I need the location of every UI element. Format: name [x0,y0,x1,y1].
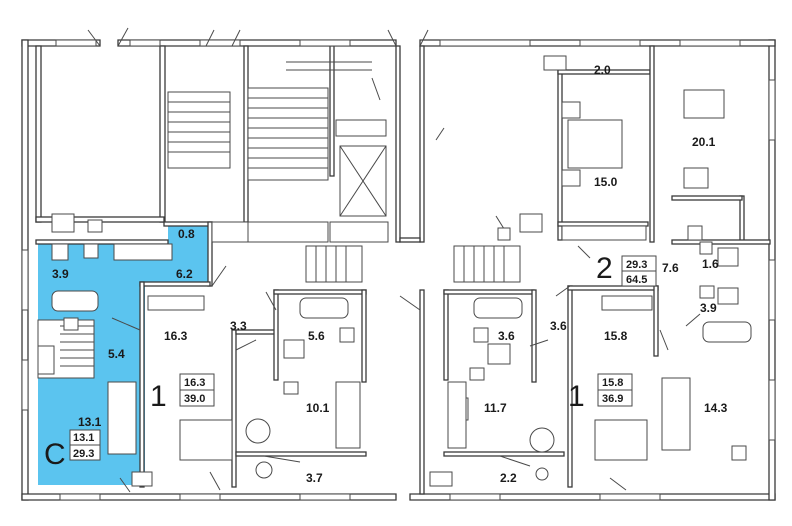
room-area: 0.8 [178,227,195,241]
room-area: 3.9 [52,267,69,281]
room-area: 5.4 [108,347,125,361]
kitchen-counters [113,221,653,449]
elevator-icon [335,119,387,217]
room-area: 5.6 [308,329,325,343]
apartment-total-area: 29.3 [73,448,94,460]
apartment-total-area: 39.0 [184,393,205,405]
apartment-total-area: 64.5 [626,274,647,286]
room-area: 14.3 [704,401,728,415]
room-area: 11.7 [484,401,507,415]
room-area: 7.6 [662,261,679,275]
apartment-living-area: 13.1 [73,432,94,444]
room-area: 15.8 [604,329,628,343]
room-area: 2.0 [594,63,611,77]
apartment-rooms: 2 [596,252,613,285]
apartment-living-area: 16.3 [184,377,205,389]
apartment-badge: 2 29.3 64.5 [596,252,657,287]
window-icon [21,39,776,501]
apartment-badge: 1 15.8 36.9 [568,373,633,413]
apartment-total-area: 36.9 [602,393,623,405]
room-area: 15.0 [594,175,618,189]
apartment-badge: 1 16.3 39.0 [150,373,215,413]
dining-table-icon [245,89,725,453]
apartment-rooms: C [44,438,66,471]
staircase-icon [37,87,521,379]
room-area: 2.2 [500,471,517,485]
door-swings [87,27,701,493]
room-area: 6.2 [176,267,193,281]
bathtub-icon [51,290,752,343]
room-area: 3.3 [230,319,247,333]
room-area: 1.6 [702,257,719,271]
toilet-icon [63,219,715,395]
chair-icon [731,445,747,461]
room-area: 20.1 [692,135,716,149]
apartment-living-area: 15.8 [602,377,623,389]
apartment-living-area: 29.3 [626,259,647,271]
sofa-icon [107,377,691,455]
room-area: 3.6 [498,329,515,343]
vent-icon [131,55,567,487]
apartment-badge: C 13.1 29.3 [44,429,101,471]
room-area: 16.3 [164,329,188,343]
room-area: 3.6 [550,319,567,333]
sink-icon [51,213,739,365]
room-area: 3.7 [306,471,323,485]
room-area: 3.9 [700,301,717,315]
plant-icon [255,461,549,481]
highlighted-apartment-c[interactable] [38,222,210,485]
apartment-rooms: 1 [568,380,585,413]
bed-icon [179,101,648,461]
room-area: 10.1 [306,401,330,415]
room-area: 13.1 [78,415,102,429]
apartment-rooms: 1 [150,380,167,413]
